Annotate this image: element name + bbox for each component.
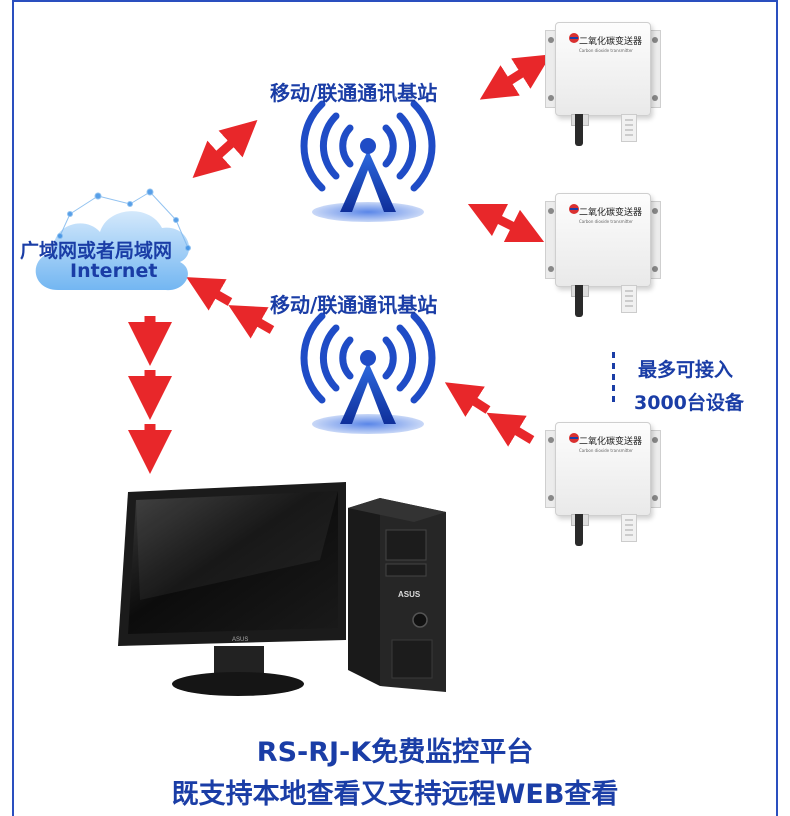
cloud-label-internet: Internet <box>70 260 158 282</box>
arrow-cloud-to-station1 <box>192 119 258 179</box>
frame-top-border <box>12 0 778 2</box>
brand-logo-icon <box>569 33 579 43</box>
tower-brand-label: ASUS <box>398 590 421 599</box>
arrow-sensor3-to-station2 <box>444 382 535 447</box>
frame-left-border <box>12 0 14 816</box>
sensor-subtitle: Carbon dioxide transmitter <box>579 219 633 224</box>
cloud-label-network: 广域网或者局域网 <box>20 240 173 262</box>
sensor-subtitle: Carbon dioxide transmitter <box>579 448 633 453</box>
brand-logo-icon <box>569 433 579 443</box>
sensor-brand-label: 二氧化碳变送器 <box>579 37 643 47</box>
sensor-device-3: 二氧化碳变送器 Carbon dioxide transmitter <box>545 422 661 552</box>
sensor-brand-label: 二氧化碳变送器 <box>579 208 643 218</box>
monitor-brand-label: ASUS <box>232 637 248 643</box>
base-station-1 <box>300 100 436 222</box>
computer-tower: ASUS <box>348 498 446 692</box>
base-station-1-label: 移动/联通通讯基站 <box>270 81 438 105</box>
sensor-device-2: 二氧化碳变送器 Carbon dioxide transmitter <box>545 193 661 323</box>
base-station-2 <box>300 312 436 434</box>
arrow-station2-to-cloud <box>186 277 275 339</box>
arrow-station1-to-sensor1 <box>479 54 552 100</box>
sensor-subtitle: Carbon dioxide transmitter <box>579 48 633 53</box>
base-station-2-label: 移动/联通通讯基站 <box>270 293 438 317</box>
brand-logo-icon <box>569 204 579 214</box>
arrow-station1-to-sensor2 <box>467 203 545 243</box>
more-devices-dots <box>612 352 616 407</box>
capacity-line-2: 3000台设备 <box>634 392 744 414</box>
sensor-device-1: 二氧化碳变送器 Carbon dioxide transmitter <box>545 22 661 152</box>
internet-cloud <box>35 188 191 291</box>
computer-monitor: ASUS <box>118 482 346 696</box>
caption-line-2: 既支持本地查看又支持远程WEB查看 <box>171 779 619 810</box>
frame-right-border <box>776 0 778 816</box>
capacity-line-1: 最多可接入 <box>638 359 734 381</box>
caption-line-1: RS-RJ-K免费监控平台 <box>256 737 534 768</box>
sensor-brand-label: 二氧化碳变送器 <box>579 437 643 447</box>
